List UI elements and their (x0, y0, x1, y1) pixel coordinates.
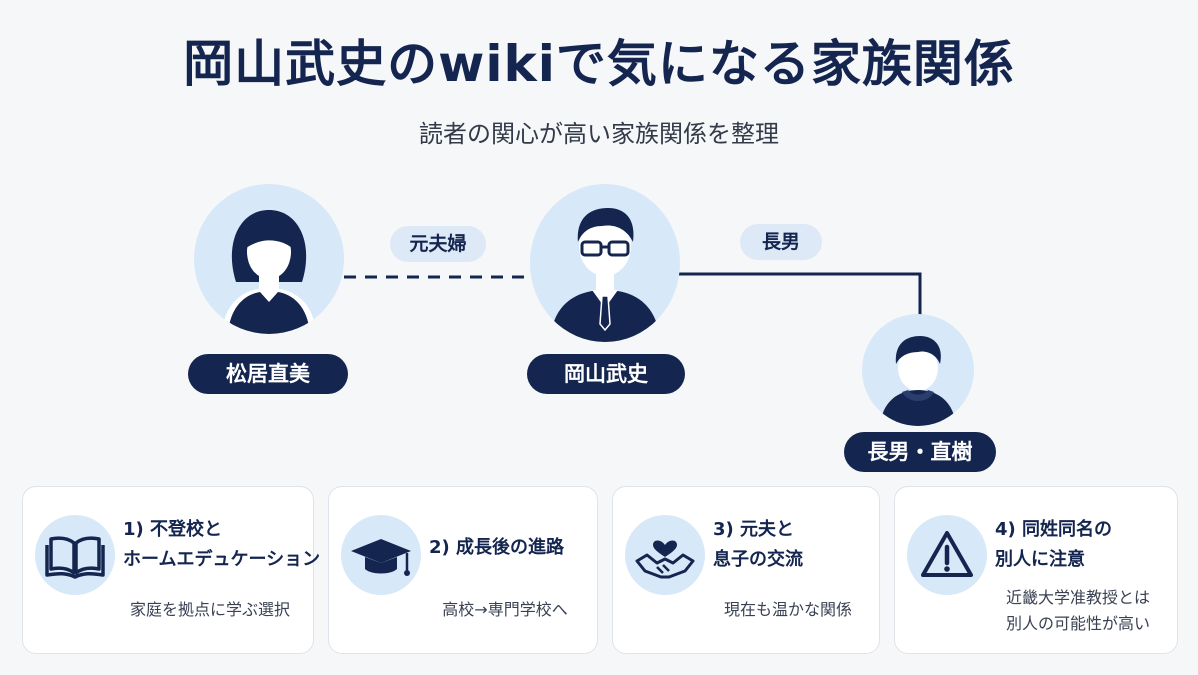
card-heading-line: 3) 元夫と (713, 519, 795, 540)
card-heading-line: 1) 不登校と (123, 519, 223, 540)
relation-eldest-son-label: 長男 (740, 224, 822, 260)
card-heading-line: ホームエデュケーション (123, 549, 321, 570)
graduation-cap-icon (351, 539, 411, 576)
boy-hoodie-avatar-icon (880, 336, 956, 426)
son-avatar (862, 314, 974, 426)
heart-handshake-icon (635, 540, 695, 579)
info-card-homeschooling: 1) 不登校と ホームエデュケーション 家庭を拠点に学ぶ選択 (22, 486, 321, 654)
page-subtitle: 読者の関心が高い家族関係を整理 (419, 120, 779, 148)
card-description-line: 家庭を拠点に学ぶ選択 (129, 600, 290, 619)
card-heading-line: 別人に注意 (995, 549, 1085, 570)
open-book-icon (45, 536, 105, 579)
warning-triangle-icon (921, 531, 973, 577)
card-icon-circle (907, 515, 987, 595)
card-description-line: 別人の可能性が高い (1005, 614, 1150, 633)
card-heading: 4) 同姓同名の 別人に注意 (995, 515, 1171, 575)
card-description-line: 現在も温かな関係 (723, 600, 852, 619)
card-icon-circle (35, 515, 115, 595)
man-glasses-suit-avatar-icon (550, 208, 660, 342)
card-icon-circle (625, 515, 705, 595)
page-title: 岡山武史のwikiで気になる家族関係 (183, 35, 1015, 93)
info-card-career-path: 2) 成長後の進路 高校→専門学校へ (328, 486, 598, 654)
son-name-tag: 長男・直樹 (844, 432, 996, 472)
relation-ex-spouse-label: 元夫婦 (390, 226, 486, 262)
ex-wife-avatar (194, 184, 344, 334)
info-card-father-son: 3) 元夫と 息子の交流 現在も温かな関係 (612, 486, 880, 654)
ex-wife-name-tag: 松居直美 (188, 354, 348, 394)
card-icon-circle (341, 515, 421, 595)
card-description-line: 高校→専門学校へ (442, 600, 568, 619)
woman-avatar-icon (222, 210, 316, 334)
card-heading-line: 2) 成長後の進路 (429, 537, 565, 558)
card-description: 家庭を拠点に学ぶ選択 (115, 597, 305, 623)
card-description: 近畿大学准教授とは 別人の可能性が高い (987, 585, 1169, 637)
card-heading-line: 息子の交流 (713, 549, 803, 570)
info-card-namesake-warning: 4) 同姓同名の 別人に注意 近畿大学准教授とは 別人の可能性が高い (894, 486, 1178, 654)
eldest-son-line (678, 272, 922, 316)
card-description: 高校→専門学校へ (421, 597, 589, 623)
self-avatar (530, 184, 680, 342)
card-heading: 2) 成長後の進路 (429, 533, 591, 563)
card-heading-line: 4) 同姓同名の (995, 519, 1113, 540)
card-heading: 3) 元夫と 息子の交流 (713, 515, 873, 575)
self-name-tag: 岡山武史 (527, 354, 685, 394)
card-heading: 1) 不登校と ホームエデュケーション (123, 515, 321, 575)
card-description-line: 近畿大学准教授とは (1005, 588, 1150, 607)
card-description: 現在も温かな関係 (705, 597, 871, 623)
